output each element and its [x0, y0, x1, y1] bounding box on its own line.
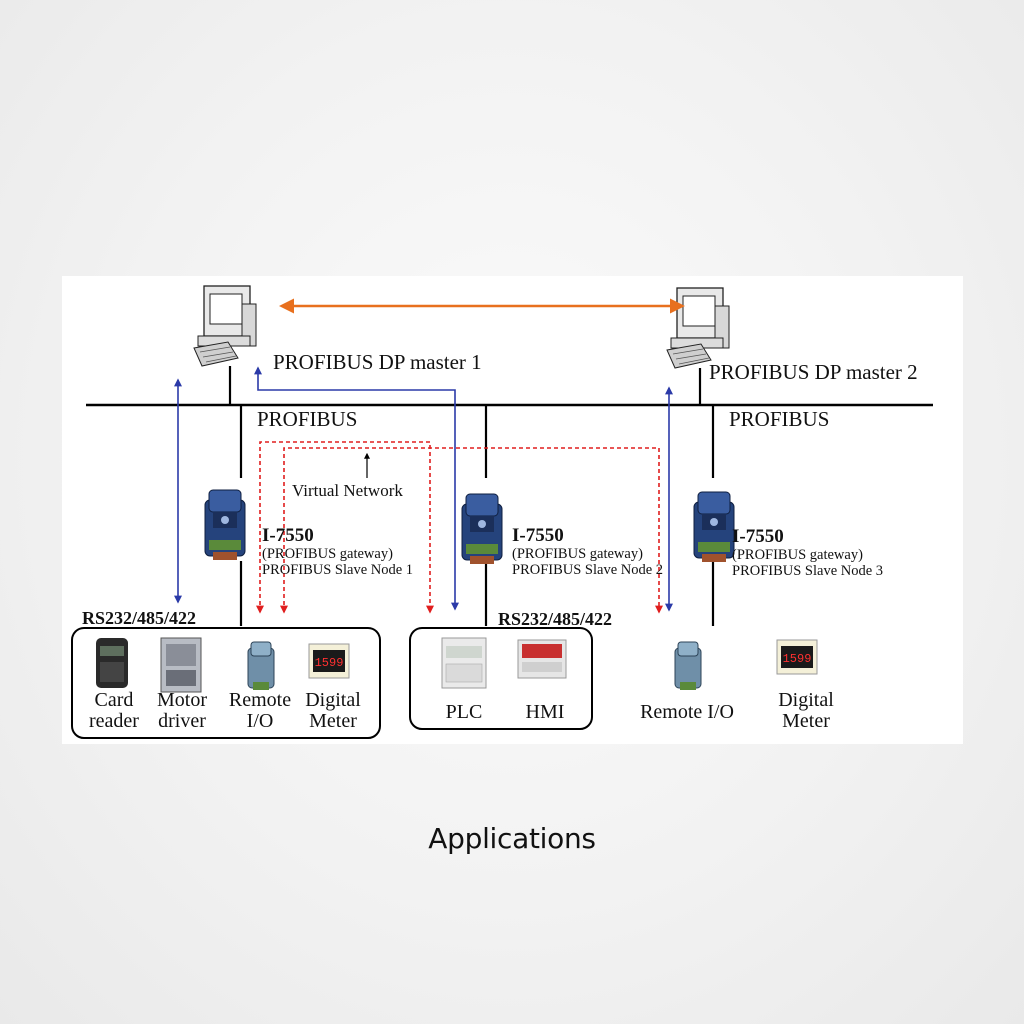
master1-label: PROFIBUS DP master 1 — [273, 350, 482, 374]
profibus-label-right: PROFIBUS — [729, 407, 830, 431]
gateway2-node: PROFIBUS Slave Node 2 — [512, 561, 664, 578]
motor-driver-icon — [160, 637, 202, 693]
gateway1-model: I-7550 — [262, 525, 314, 546]
gateway3-caption: I-7550 (PROFIBUS gateway) PROFIBUS Slave… — [732, 527, 883, 579]
gateway3-model: I-7550 — [732, 526, 784, 547]
gateway2-caption: I-7550 (PROFIBUS gateway) PROFIBUS Slave… — [512, 526, 663, 578]
master2-label: PROFIBUS DP master 2 — [709, 360, 918, 384]
hmi-label: HMI — [525, 701, 565, 723]
hmi-icon — [517, 639, 567, 679]
device-group1-box — [71, 627, 381, 739]
card-reader-icon — [96, 638, 128, 688]
profibus-label-left: PROFIBUS — [257, 407, 358, 431]
blue-link-master1-to-group2 — [254, 366, 459, 611]
gateway3-node: PROFIBUS Slave Node 3 — [732, 562, 884, 579]
remote-io-label: Remote I/O — [640, 701, 734, 723]
digital-meter-icon — [308, 643, 350, 679]
remote-io-icon — [247, 641, 275, 691]
virtual-link-wide — [280, 447, 663, 614]
serial-label-right: RS232/485/422 — [498, 609, 613, 629]
gateway1-desc: (PROFIBUS gateway) — [262, 546, 393, 562]
plc-icon — [441, 637, 487, 689]
virtual-network-label: Virtual Network — [292, 481, 403, 500]
master2-pc-icon — [666, 287, 730, 369]
gateway3-desc: (PROFIBUS gateway) — [732, 547, 863, 563]
diagram-panel: 1599 — [62, 276, 963, 744]
remote-io-icon — [674, 641, 702, 691]
gateway3-device-icon — [693, 491, 735, 563]
gateway2-device-icon — [461, 493, 503, 565]
network-diagram: 1599 — [71, 285, 933, 739]
gateway1-device-icon — [204, 489, 246, 561]
gateway1-caption: I-7550 (PROFIBUS gateway) PROFIBUS Slave… — [262, 526, 413, 578]
gateway2-desc: (PROFIBUS gateway) — [512, 546, 643, 562]
plc-label: PLC — [445, 701, 483, 723]
gateway2-model: I-7550 — [512, 525, 564, 546]
page-caption: Applications — [428, 822, 596, 855]
virtual-link-outer — [256, 441, 434, 614]
digital-meter-icon — [776, 639, 818, 675]
serial-label-left: RS232/485/422 — [82, 608, 197, 628]
device-group2-box — [409, 627, 593, 730]
gateway1-node: PROFIBUS Slave Node 1 — [262, 561, 414, 578]
master1-pc-icon — [193, 285, 257, 367]
